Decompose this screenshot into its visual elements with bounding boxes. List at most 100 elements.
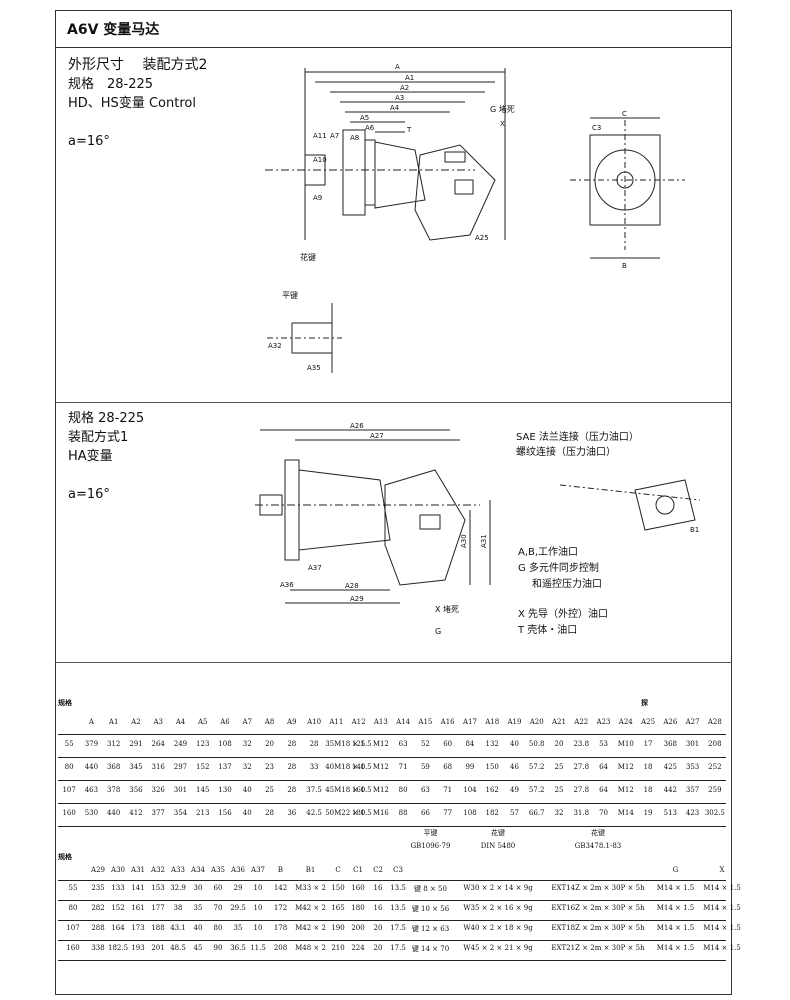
table-cell: 259 — [708, 786, 722, 794]
table-cell: 190 — [331, 924, 345, 932]
table-header-cell: B1 — [305, 866, 316, 874]
dim-label: C — [622, 110, 627, 118]
table-cell: 249 — [173, 740, 188, 748]
dim-label: A36 — [280, 581, 294, 589]
dim-label: A2 — [400, 84, 409, 92]
table-cell: M14 × 1.5 — [703, 924, 741, 932]
dim-label: A8 — [350, 134, 359, 142]
table2-label: 规格 — [58, 852, 72, 861]
table-cell: 77 — [443, 809, 453, 817]
table-cell: 17 — [643, 740, 653, 748]
table1-label: 规格 — [58, 698, 72, 707]
table-cell: 50M22 × 1.5 — [325, 809, 372, 817]
table-header-cell: A33 — [171, 866, 185, 874]
table-cell: 32.9 — [170, 884, 186, 892]
note-line: G 多元件同步控制 — [518, 563, 599, 574]
table-rule — [58, 780, 726, 781]
table-cell: 99 — [465, 763, 475, 771]
table-header-cell: A19 — [507, 718, 522, 726]
table-cell: 463 — [84, 786, 99, 794]
table-cell: 160 — [351, 884, 365, 892]
dim-label: A5 — [360, 114, 369, 122]
table-header-cell: A25 — [641, 718, 656, 726]
table-cell: 165 — [331, 904, 345, 912]
table-cell: 66 — [420, 809, 430, 817]
table-cell: 16 — [373, 884, 383, 892]
note-line: 和遥控压力油口 — [532, 579, 602, 590]
table-header-cell: A22 — [574, 718, 589, 726]
table-cell: 213 — [196, 809, 210, 817]
table-cell: 53 — [599, 740, 608, 748]
section2-text: 规格 28-225 装配方式1 HA变量 a=16° — [68, 409, 144, 504]
port-notes-bottom: A,B,工作油口 G 多元件同步控制 和遥控压力油口 X 先导（外控）油口 T … — [518, 545, 608, 639]
table-header-cell: A12 — [351, 718, 366, 726]
table-cell: 302.5 — [704, 809, 725, 817]
table-cell: M12 — [372, 740, 389, 748]
table-header-cell: A2 — [131, 718, 141, 726]
table-group-header: 平键 — [423, 829, 438, 837]
table-cell: 80 — [68, 904, 78, 912]
table-cell: 19 — [643, 809, 653, 817]
table-rule — [58, 803, 726, 804]
table-cell: M14 × 1.5 — [703, 884, 741, 892]
table-cell: 70 — [213, 904, 223, 912]
dim-label: A11 — [313, 132, 327, 140]
table1-label-right: 探 — [641, 698, 648, 707]
table-cell: 71 — [398, 763, 408, 771]
table-cell: 30 — [193, 884, 203, 892]
table-cell: 235 — [91, 884, 105, 892]
table-cell: 164 — [111, 924, 125, 932]
table-header-cell: A32 — [151, 866, 165, 874]
table-group-header: 花键 — [491, 829, 505, 837]
table-cell: 379 — [84, 740, 99, 748]
table-cell: 18 — [643, 786, 653, 794]
table-header-cell: A3 — [153, 718, 163, 726]
table-header-cell: A26 — [663, 718, 678, 726]
section1-text: 外形尺寸 装配方式2 规格 28-225 HD、HS变量 Control a=1… — [68, 56, 207, 151]
table-cell: 291 — [129, 740, 143, 748]
table-cell: 键 12 × 63 — [411, 925, 450, 933]
table-cell: 16 — [373, 904, 383, 912]
table-cell: 键 8 × 50 — [414, 885, 447, 893]
table-header-cell: A24 — [618, 718, 633, 726]
table-cell: 63 — [420, 786, 430, 794]
table-cell: M12 — [372, 763, 389, 771]
table-rule — [58, 960, 726, 961]
table-header-cell: A29 — [91, 866, 105, 874]
table-cell: EXT18Z × 2m × 30P × 5h — [551, 924, 645, 932]
table-cell: 356 — [129, 786, 143, 794]
table-header-cell: A35 — [211, 866, 225, 874]
table-header-cell: A4 — [175, 718, 186, 726]
table-cell: 20 — [265, 740, 274, 748]
page-frame — [55, 10, 732, 995]
table-cell: 键 14 × 70 — [411, 945, 450, 953]
port-notes-top: SAE 法兰连接（压力油口） 螺纹连接（压力油口） — [516, 430, 639, 460]
table-header-cell: A18 — [485, 718, 500, 726]
table-cell: 150 — [331, 884, 345, 892]
table-cell: 161 — [131, 904, 145, 912]
table-cell: 141 — [131, 884, 145, 892]
ha-motor-drawing: A26 A27 A28 A29 A30 A31 A36 A37 X 堵死 G — [255, 422, 491, 636]
table-header-cell: A31 — [131, 866, 145, 874]
table-cell: 200 — [351, 924, 365, 932]
table-header-cell: C3 — [393, 866, 403, 874]
table-cell: 160 — [66, 944, 80, 952]
table-cell: 23 — [265, 763, 274, 771]
table-cell: 45M18 × 1.5 — [325, 786, 372, 794]
table-cell: M14 — [617, 809, 634, 817]
note-line: SAE 法兰连接（压力油口） — [516, 432, 639, 443]
table-cell: 160 — [351, 786, 366, 794]
table-cell: 25 — [554, 763, 564, 771]
table-rule — [58, 826, 726, 827]
table-cell: M10 — [617, 740, 634, 748]
table-cell: 35M18 × 1.5 — [325, 740, 372, 748]
table-cell: EXT14Z × 2m × 30P × 5h — [551, 884, 645, 892]
section1-line: HD、HS变量 Control — [68, 96, 196, 111]
table-cell: 180 — [351, 904, 365, 912]
dim-label: C3 — [592, 124, 601, 132]
dim-label: A6 — [365, 124, 375, 132]
table-cell: 145 — [196, 786, 210, 794]
table-cell: M16 — [372, 809, 389, 817]
